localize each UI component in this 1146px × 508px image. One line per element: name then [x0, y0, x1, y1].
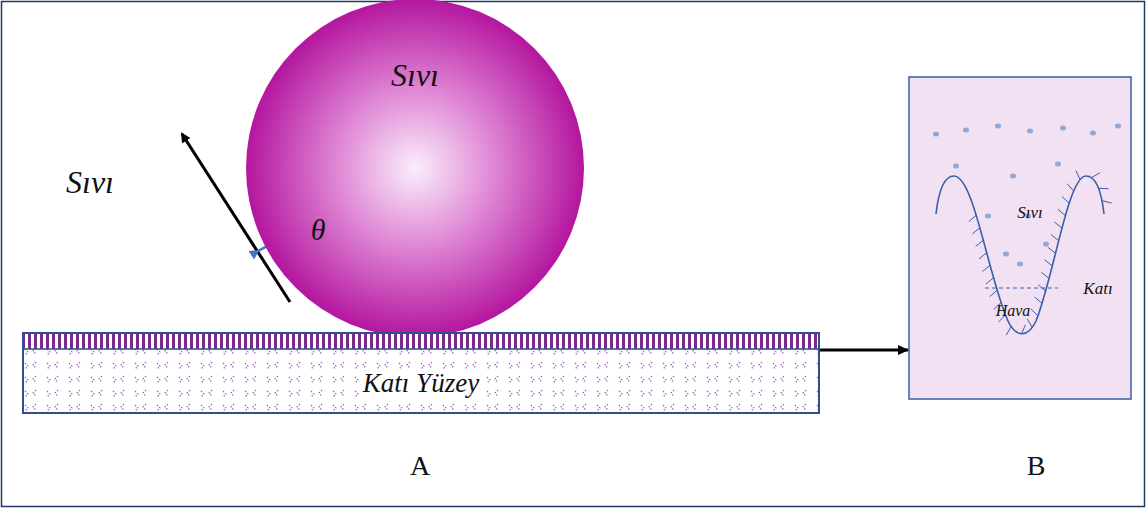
panel-letter: A	[410, 451, 430, 482]
hatch	[986, 278, 994, 284]
hatch	[1048, 247, 1056, 253]
hatch	[1027, 319, 1032, 328]
air-text: Hava	[996, 302, 1031, 320]
panel-letter: B	[1027, 451, 1046, 482]
inset-panel: SıvıHava Katı	[908, 76, 1132, 400]
zoom-arrow	[820, 349, 908, 352]
solid-text: Katı	[1083, 280, 1112, 299]
hatch	[1051, 235, 1059, 241]
liquid-text: Sıvı	[1017, 204, 1043, 223]
hatch	[1058, 209, 1066, 215]
hatch	[1031, 309, 1038, 316]
hatch	[1045, 260, 1053, 266]
node-shape	[908, 76, 1132, 400]
hatch	[1035, 297, 1042, 303]
hatch	[972, 228, 980, 234]
hatch	[1102, 201, 1112, 203]
hatch	[1006, 327, 1011, 336]
hatch	[1041, 272, 1049, 278]
hatch	[982, 265, 990, 271]
node-shape	[245, 0, 585, 338]
hatch	[1076, 171, 1080, 180]
drop-text: Sıvı	[391, 58, 439, 93]
liquid-drop: Sıvı	[245, 0, 585, 338]
hatch	[1021, 325, 1025, 334]
hatch	[990, 290, 997, 296]
hatch	[1067, 184, 1074, 191]
hatch	[1038, 285, 1046, 291]
solid-surface: Katı Yüzey	[22, 332, 820, 414]
liquid-label: Sıvı	[66, 165, 114, 200]
hatch	[1062, 196, 1069, 203]
hatch	[976, 240, 984, 246]
hatch	[1099, 188, 1109, 190]
hatch	[1054, 222, 1062, 228]
hatch	[969, 215, 976, 221]
hatch	[979, 253, 987, 259]
angle-symbol: θ	[311, 213, 326, 246]
hatch	[1091, 173, 1100, 178]
surface-text: Katı Yüzey	[359, 369, 483, 399]
